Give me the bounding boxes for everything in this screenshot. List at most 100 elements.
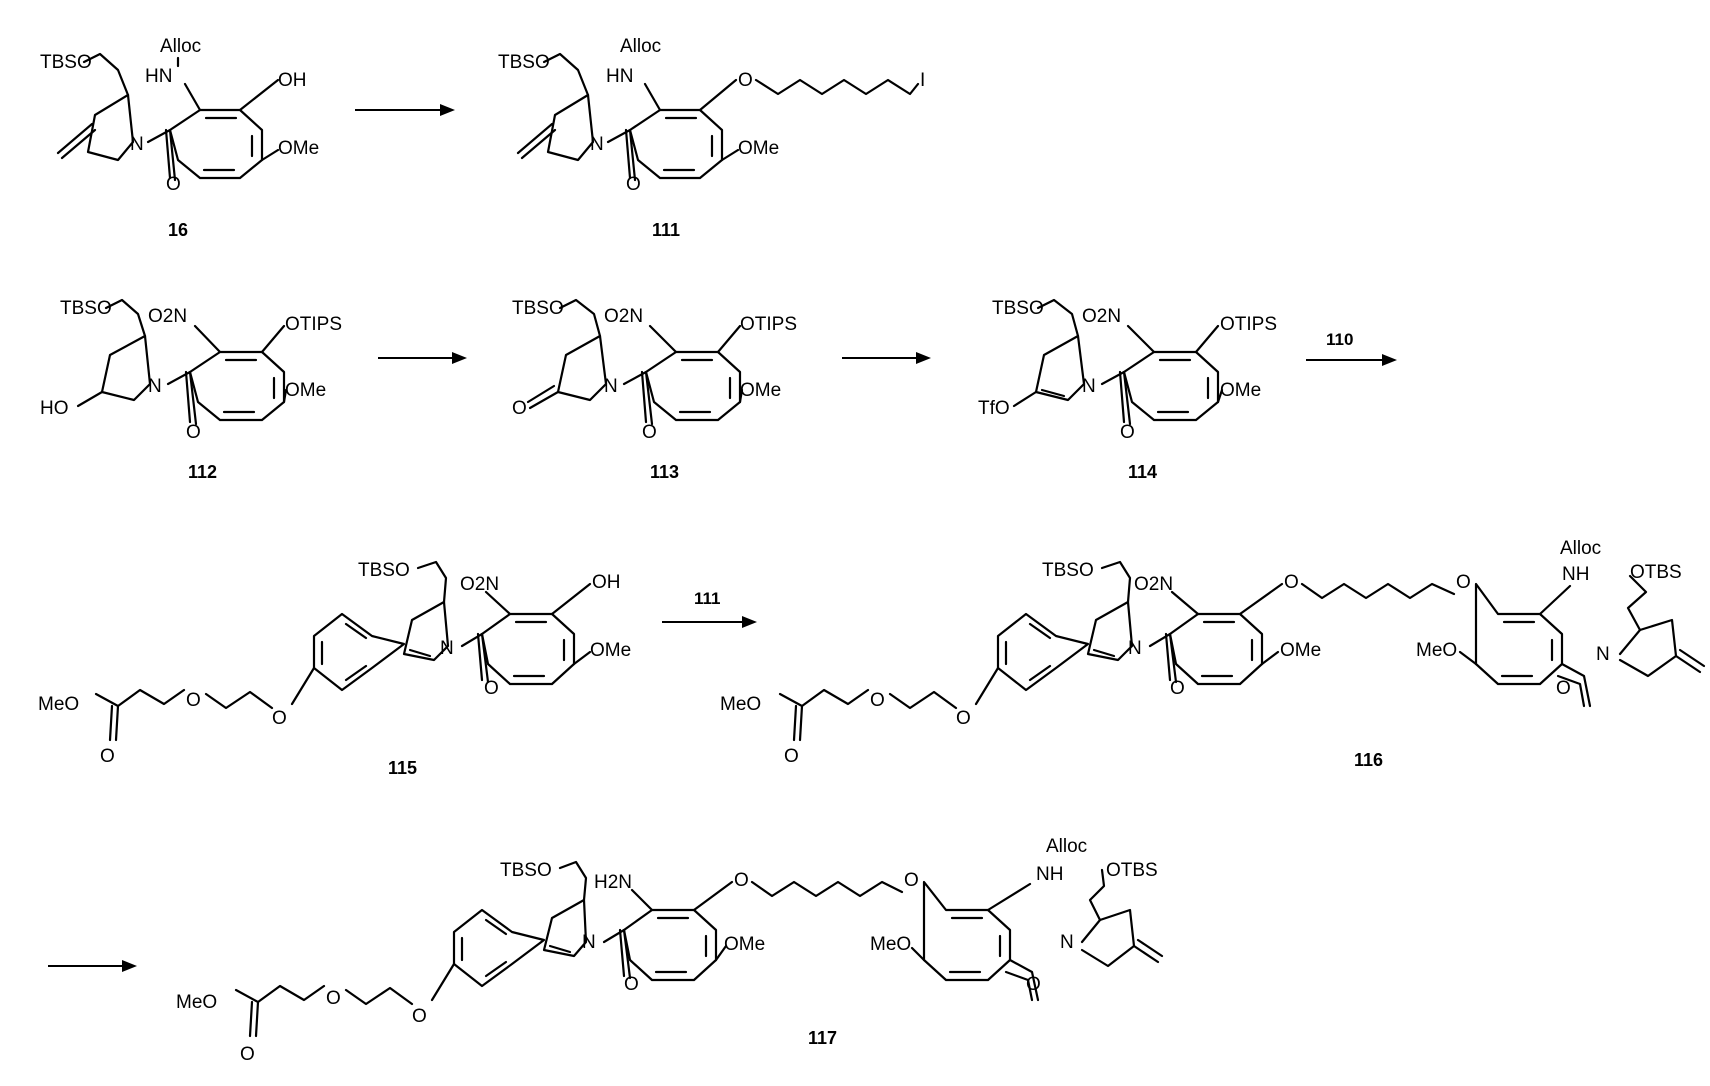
hn-label: HN xyxy=(606,66,633,87)
reaction-arrow-4: 110 xyxy=(1306,330,1397,366)
chain-o-label-2: O xyxy=(956,708,971,729)
ether-o-label: O xyxy=(738,70,753,91)
tbso-label: TBSO xyxy=(512,298,564,319)
reagent-label: 111 xyxy=(694,589,721,608)
carbonyl-o-label-2: O xyxy=(1556,678,1571,699)
compound-116: TBSO O2N N O OMe O O Alloc NH OTBS MeO N… xyxy=(720,538,1704,770)
compound-number: 16 xyxy=(168,220,188,240)
ome-label: OMe xyxy=(1280,640,1321,661)
tbso-label: TBSO xyxy=(1042,560,1094,581)
carbonyl-o-label: O xyxy=(626,174,641,195)
alloc-label: Alloc xyxy=(620,36,661,57)
compound-number: 111 xyxy=(652,220,680,240)
compound-113: TBSO O2N OTIPS O OMe N O 113 xyxy=(512,298,797,482)
tbso-label: TBSO xyxy=(60,298,112,319)
nitro-label: O2N xyxy=(604,306,643,327)
linker-o-label: O xyxy=(734,870,749,891)
ketone-o-label: O xyxy=(512,398,527,419)
compound-115: TBSO O2N OH OMe N O MeO O O O 115 xyxy=(38,560,631,778)
structure-bonds xyxy=(236,862,1162,1036)
compound-number: 112 xyxy=(188,462,217,482)
ho-label: HO xyxy=(40,398,69,419)
compound-number: 116 xyxy=(1354,750,1383,770)
compound-117: TBSO H2N N O OMe O O Alloc NH OTBS MeO N… xyxy=(176,836,1162,1065)
structure-bonds xyxy=(780,562,1704,740)
nitro-label: O2N xyxy=(460,574,499,595)
nh-label: NH xyxy=(1036,864,1063,885)
linker-o-label-2: O xyxy=(904,870,919,891)
nitro-label: O2N xyxy=(148,306,187,327)
compound-112: TBSO O2N OTIPS HO OMe N O 112 xyxy=(40,298,342,482)
carbonyl-o-label: O xyxy=(642,422,657,443)
reaction-arrow-2 xyxy=(378,352,467,364)
carbonyl-o-label: O xyxy=(484,678,499,699)
ome-label: OMe xyxy=(278,138,319,159)
reaction-arrow-1 xyxy=(355,104,455,116)
tbso-label: TBSO xyxy=(500,860,552,881)
n-label-2: N xyxy=(1060,932,1074,953)
nh-label: NH xyxy=(1562,564,1589,585)
iodo-label: I xyxy=(920,70,925,91)
ome-label: OMe xyxy=(1220,380,1261,401)
compound-number: 113 xyxy=(650,462,679,482)
ester-o-label: O xyxy=(784,746,799,767)
tbso-label: TBSO xyxy=(992,298,1044,319)
compound-114: TBSO O2N OTIPS TfO OMe N O 114 xyxy=(978,298,1277,482)
ome-label: OMe xyxy=(740,380,781,401)
chain-o-label: O xyxy=(870,690,885,711)
compound-number: 115 xyxy=(388,758,417,778)
ome-label: OMe xyxy=(738,138,779,159)
h2n-label: H2N xyxy=(594,872,632,893)
ester-o-label: O xyxy=(100,746,115,767)
compound-16: TBSO Alloc HN OH OMe N O 16 xyxy=(40,36,319,240)
structure-bonds xyxy=(96,562,590,740)
meo-label: MeO xyxy=(38,694,79,715)
ester-o-label: O xyxy=(240,1044,255,1065)
nitro-label: O2N xyxy=(1082,306,1121,327)
chain-o-label-2: O xyxy=(272,708,287,729)
compound-number: 117 xyxy=(808,1028,837,1048)
chain-o-label: O xyxy=(326,988,341,1009)
alloc-label: Alloc xyxy=(1560,538,1601,559)
aryl-meo-label: MeO xyxy=(870,934,911,955)
ome-label: OMe xyxy=(285,380,326,401)
alloc-label: Alloc xyxy=(1046,836,1087,857)
otips-label: OTIPS xyxy=(285,314,342,335)
ome-label: OMe xyxy=(724,934,765,955)
n-label-2: N xyxy=(1596,644,1610,665)
meo-label: MeO xyxy=(720,694,761,715)
linker-o-label: O xyxy=(1284,572,1299,593)
reaction-arrow-5: 111 xyxy=(662,589,757,628)
otips-label: OTIPS xyxy=(740,314,797,335)
reagent-label: 110 xyxy=(1326,330,1353,349)
tbso-label: TBSO xyxy=(358,560,410,581)
nitro-label: O2N xyxy=(1134,574,1173,595)
carbonyl-o-label: O xyxy=(186,422,201,443)
alloc-label: Alloc xyxy=(160,36,201,57)
carbonyl-o-label: O xyxy=(1170,678,1185,699)
carbonyl-o-label: O xyxy=(1120,422,1135,443)
tbso-label: TBSO xyxy=(498,52,550,73)
chain-o-label-2: O xyxy=(412,1006,427,1027)
otbs-label: OTBS xyxy=(1630,562,1682,583)
reaction-arrow-3 xyxy=(842,352,931,364)
reaction-arrow-6 xyxy=(48,960,137,972)
carbonyl-o-label: O xyxy=(624,974,639,995)
n-label: N xyxy=(582,932,596,953)
otips-label: OTIPS xyxy=(1220,314,1277,335)
meo-label: MeO xyxy=(176,992,217,1013)
otbs-label: OTBS xyxy=(1106,860,1158,881)
hn-label: HN xyxy=(145,66,172,87)
ome-label: OMe xyxy=(590,640,631,661)
structure-bonds xyxy=(518,54,918,180)
aryl-meo-label: MeO xyxy=(1416,640,1457,661)
oh-label: OH xyxy=(592,572,621,593)
compound-111: TBSO Alloc HN O I OMe N O 111 xyxy=(498,36,925,240)
linker-o-label-2: O xyxy=(1456,572,1471,593)
carbonyl-o-label: O xyxy=(166,174,181,195)
oh-label: OH xyxy=(278,70,307,91)
tfo-label: TfO xyxy=(978,398,1010,419)
chain-o-label: O xyxy=(186,690,201,711)
compound-number: 114 xyxy=(1128,462,1157,482)
